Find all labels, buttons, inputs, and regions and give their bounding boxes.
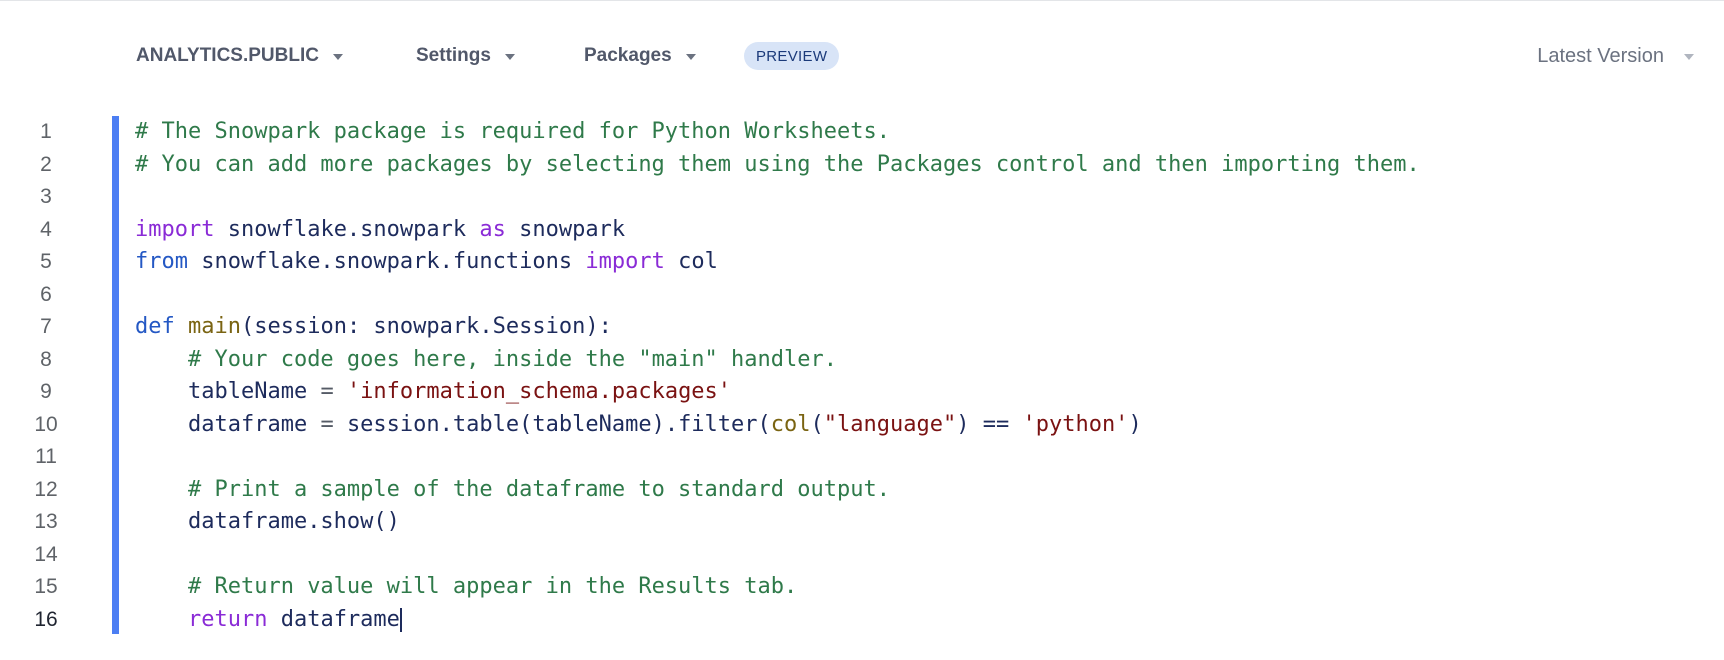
identifier: dataframe.show()	[187, 509, 400, 534]
keyword: import	[135, 216, 215, 242]
code-editor[interactable]: 1 2 3 4 5 6 7 8 9 10 11 12 13 14 15 16 #…	[0, 116, 1724, 636]
function-name: col	[770, 411, 811, 437]
packages-label: Packages	[584, 45, 672, 66]
identifier: tableName	[187, 379, 321, 404]
operator: =	[320, 379, 347, 404]
comment: # Print a sample of the dataframe to sta…	[187, 476, 890, 502]
keyword: import	[585, 249, 665, 274]
line-number: 3	[40, 185, 52, 208]
operator: =	[320, 411, 347, 437]
identifier: session.table(tableName).filter(	[346, 411, 771, 437]
line-number: 5	[40, 250, 52, 273]
string: 'python'	[1022, 411, 1129, 437]
identifier: dataframe	[187, 411, 321, 437]
line-number-active: 16	[34, 607, 58, 631]
packages-dropdown[interactable]: Packages	[584, 36, 696, 76]
database-schema-selector[interactable]: ANALYTICS.PUBLIC	[136, 36, 343, 76]
text-cursor	[399, 607, 402, 632]
line-number: 15	[34, 575, 58, 598]
identifier: col	[664, 249, 718, 274]
punctuation: ) ==	[956, 411, 1023, 437]
code-line-4: import snowflake.snowpark as snowpark	[135, 214, 1420, 247]
keyword: def	[135, 314, 175, 339]
code-line-16: return dataframe	[135, 604, 1420, 637]
code-line-7: def main(session: snowpark.Session):	[135, 311, 1420, 344]
code-line-6	[135, 279, 1420, 312]
database-schema-label: ANALYTICS.PUBLIC	[136, 45, 319, 66]
code-line-1: # The Snowpark package is required for P…	[135, 116, 1420, 149]
identifier: dataframe	[267, 606, 400, 632]
line-number: 10	[34, 412, 58, 436]
string: 'information_schema.packages'	[346, 379, 732, 404]
punctuation: (	[810, 411, 824, 437]
code-line-15: # Return value will appear in the Result…	[135, 571, 1420, 604]
line-number: 13	[34, 510, 58, 533]
code-line-11	[135, 441, 1420, 474]
line-number: 1	[40, 120, 52, 143]
whitespace	[175, 314, 188, 339]
comment: # Return value will appear in the Result…	[187, 574, 798, 599]
line-number: 11	[35, 445, 57, 468]
settings-label: Settings	[416, 45, 491, 66]
keyword: as	[479, 216, 506, 242]
line-number-gutter: 1 2 3 4 5 6 7 8 9 10 11 12 13 14 15 16	[0, 116, 112, 636]
line-number: 8	[40, 347, 52, 371]
line-number: 4	[40, 217, 52, 241]
string: "language"	[823, 411, 957, 437]
identifier: snowflake.snowpark.functions	[187, 249, 586, 274]
keyword: return	[187, 606, 268, 632]
code-line-10: dataframe = session.table(tableName).fil…	[135, 409, 1420, 442]
version-label: Latest Version	[1537, 44, 1664, 67]
code-line-3	[135, 181, 1420, 214]
worksheet-toolbar: ANALYTICS.PUBLIC Settings Packages PREVI…	[0, 36, 1724, 76]
caret-down-icon	[504, 54, 515, 60]
code-line-14	[135, 539, 1420, 572]
line-number: 2	[40, 152, 52, 176]
caret-down-icon	[1684, 54, 1694, 60]
code-line-13: dataframe.show()	[135, 506, 1420, 539]
version-selector[interactable]: Latest Version	[1537, 36, 1694, 76]
code-line-5: from snowflake.snowpark.functions import…	[135, 246, 1420, 279]
code-line-2: # You can add more packages by selecting…	[135, 149, 1420, 182]
identifier: (session: snowpark.Session):	[240, 314, 612, 339]
punctuation: )	[1128, 411, 1142, 437]
line-number: 6	[40, 282, 52, 306]
function-name: main	[188, 314, 241, 339]
settings-dropdown[interactable]: Settings	[416, 36, 515, 76]
keyword: from	[135, 249, 188, 274]
comment: # You can add more packages by selecting…	[135, 151, 1420, 177]
comment: # The Snowpark package is required for P…	[135, 119, 890, 144]
comment: # Your code goes here, inside the "main"…	[187, 346, 837, 372]
line-number: 7	[40, 315, 52, 338]
caret-down-icon	[332, 54, 343, 60]
preview-badge: PREVIEW	[744, 42, 840, 70]
code-line-9: tableName = 'information_schema.packages…	[135, 376, 1420, 409]
code-line-8: # Your code goes here, inside the "main"…	[135, 344, 1420, 377]
identifier: snowflake.snowpark	[214, 216, 480, 242]
line-number: 14	[34, 542, 58, 566]
identifier: snowpark	[505, 216, 626, 242]
code-line-12: # Print a sample of the dataframe to sta…	[135, 474, 1420, 507]
code-content[interactable]: # The Snowpark package is required for P…	[135, 116, 1420, 636]
line-number: 12	[34, 477, 58, 501]
active-block-indicator	[112, 116, 119, 634]
top-border	[0, 0, 1724, 1]
line-number: 9	[40, 380, 52, 403]
caret-down-icon	[685, 54, 696, 60]
